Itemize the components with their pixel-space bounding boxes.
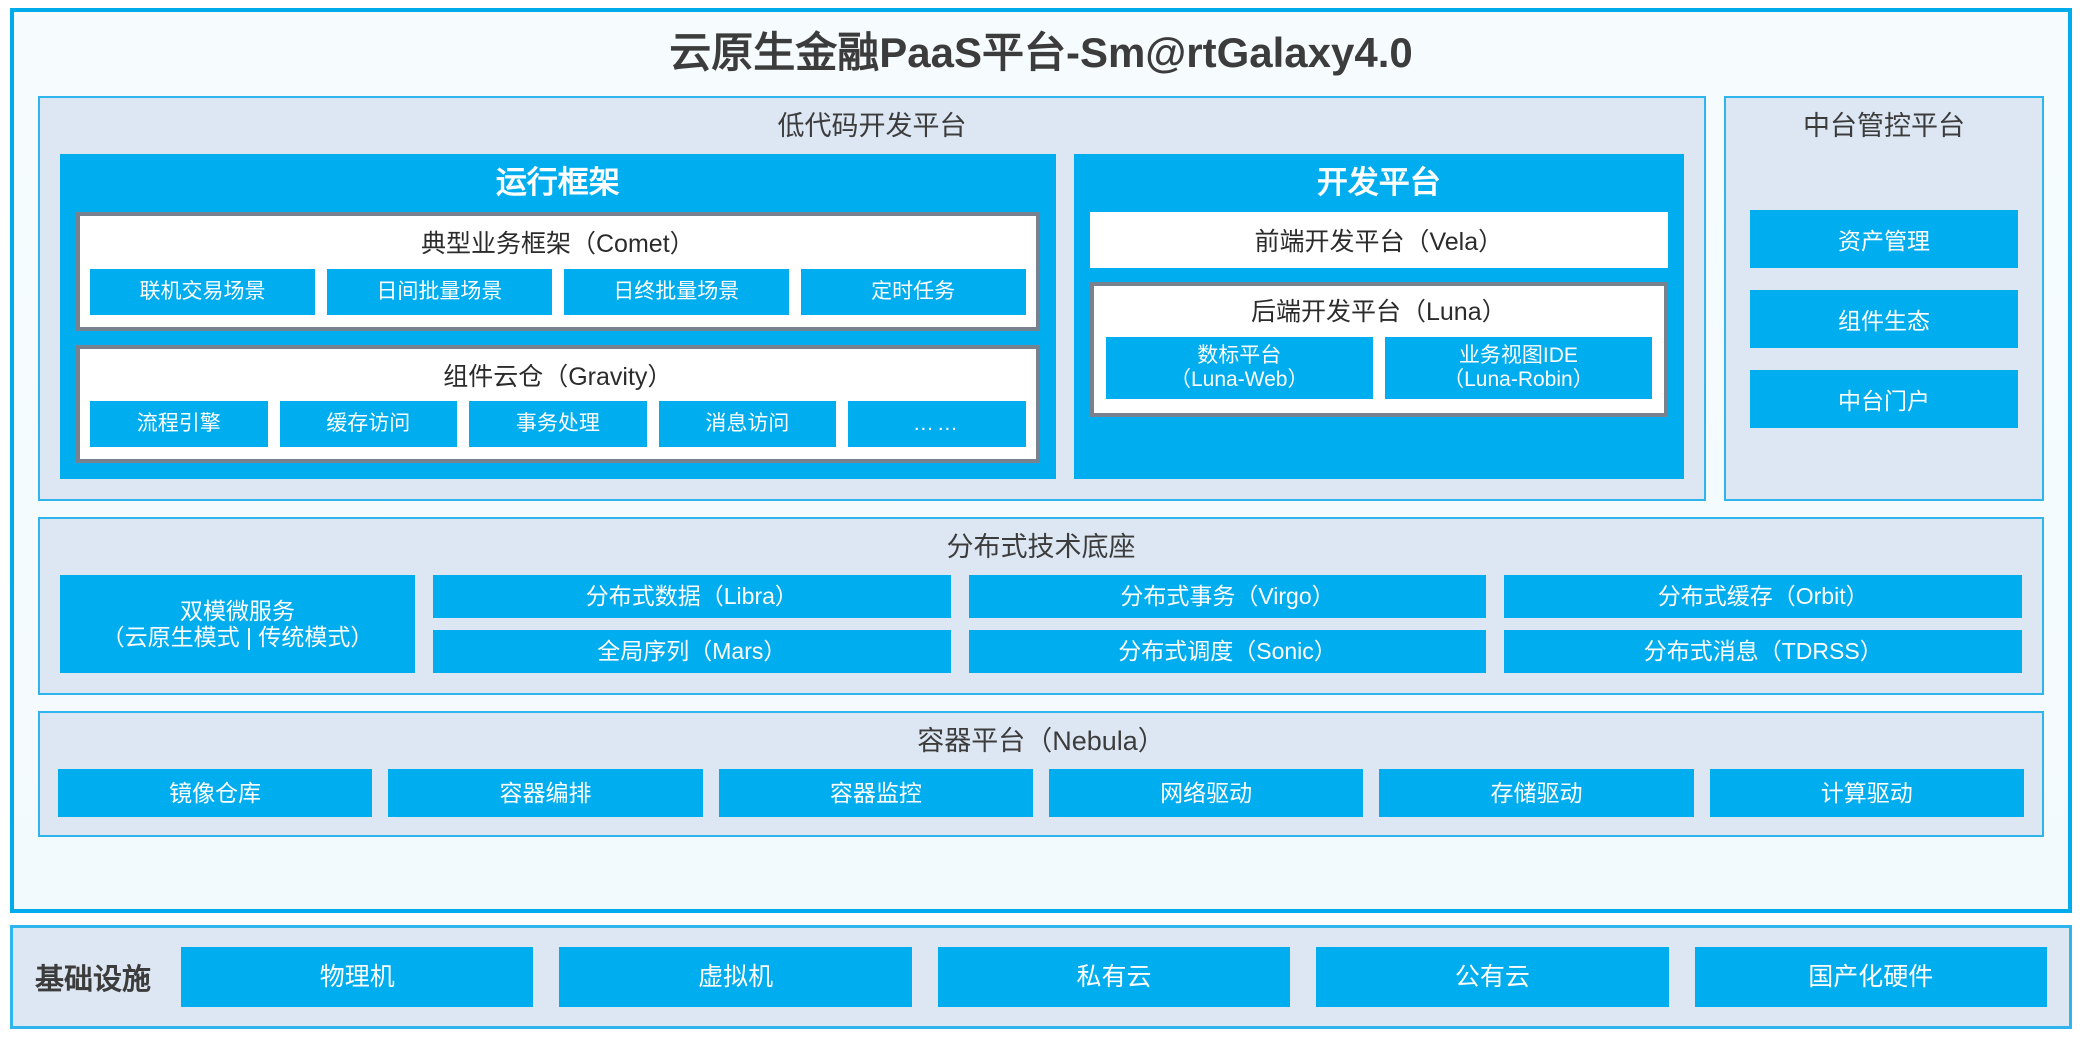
- container-item-registry[interactable]: 镜像仓库: [58, 768, 373, 817]
- distributed-base-grid: 分布式数据（Libra） 全局序列（Mars） 分布式事务（Virgo） 分布式…: [433, 575, 2023, 674]
- mid-platform-item-portal[interactable]: 中台门户: [1750, 369, 2018, 428]
- runtime-framework-title: 运行框架: [495, 164, 620, 200]
- distributed-base-column: 分布式事务（Virgo） 分布式调度（Sonic）: [968, 575, 1487, 674]
- comet-item[interactable]: 日间批量场景: [326, 268, 552, 315]
- luna-item-robin[interactable]: 业务视图IDE （Luna-Robin）: [1384, 336, 1653, 399]
- dual-mode-microservice[interactable]: 双模微服务 （云原生模式 | 传统模式）: [60, 575, 415, 674]
- distributed-item-orbit[interactable]: 分布式缓存（Orbit）: [1504, 575, 2023, 619]
- distributed-base-column: 分布式缓存（Orbit） 分布式消息（TDRSS）: [1504, 575, 2023, 674]
- infrastructure-items: 物理机 虚拟机 私有云 公有云 国产化硬件: [181, 947, 2047, 1007]
- mid-platform-panel: 中台管控平台 资产管理 组件生态 中台门户: [1724, 96, 2044, 502]
- comet-item[interactable]: 日终批量场景: [563, 268, 789, 315]
- lowcode-platform-panel: 低代码开发平台 运行框架 典型业务框架（Comet） 联机交易场景 日间批量场景…: [38, 96, 1706, 502]
- luna-backend-title: 后端开发平台（Luna）: [1251, 297, 1507, 326]
- gravity-items: 流程引擎 缓存访问 事务处理 消息访问 ……: [90, 401, 1026, 448]
- vela-frontend-card[interactable]: 前端开发平台（Vela）: [1089, 211, 1668, 268]
- infrastructure-bar: 基础设施 物理机 虚拟机 私有云 公有云 国产化硬件: [10, 925, 2072, 1029]
- container-item-compute-driver[interactable]: 计算驱动: [1709, 768, 2024, 817]
- comet-items: 联机交易场景 日间批量场景 日终批量场景 定时任务: [90, 268, 1026, 315]
- container-platform-panel: 容器平台（Nebula） 镜像仓库 容器编排 容器监控 网络驱动 存储驱动 计算…: [38, 711, 2044, 837]
- luna-item-web-line1: 数标平台: [1197, 343, 1282, 367]
- container-item-monitoring[interactable]: 容器监控: [718, 768, 1033, 817]
- luna-backend-card: 后端开发平台（Luna） 数标平台 （Luna-Web） 业务视图IDE （Lu…: [1089, 281, 1668, 417]
- luna-item-robin-line2: （Luna-Robin）: [1443, 367, 1594, 391]
- distributed-base-column: 分布式数据（Libra） 全局序列（Mars）: [433, 575, 951, 674]
- gravity-title: 组件云仓（Gravity）: [443, 362, 673, 391]
- luna-item-web-line2: （Luna-Web）: [1169, 367, 1309, 391]
- comet-card: 典型业务框架（Comet） 联机交易场景 日间批量场景 日终批量场景 定时任务: [76, 211, 1040, 331]
- top-row: 低代码开发平台 运行框架 典型业务框架（Comet） 联机交易场景 日间批量场景…: [38, 96, 2044, 502]
- mid-platform-title: 中台管控平台: [1803, 111, 1965, 142]
- distributed-item-mars[interactable]: 全局序列（Mars）: [433, 630, 951, 674]
- container-item-orchestration[interactable]: 容器编排: [388, 768, 703, 817]
- comet-title: 典型业务框架（Comet）: [421, 229, 695, 258]
- distributed-item-virgo[interactable]: 分布式事务（Virgo）: [968, 575, 1487, 619]
- mid-platform-item-component[interactable]: 组件生态: [1750, 289, 2018, 348]
- infrastructure-item-private-cloud[interactable]: 私有云: [937, 947, 1291, 1007]
- infrastructure-item-public-cloud[interactable]: 公有云: [1316, 947, 1669, 1007]
- dev-platform-title: 开发平台: [1316, 164, 1441, 200]
- distributed-base-panel: 分布式技术底座 双模微服务 （云原生模式 | 传统模式） 分布式数据（Libra…: [38, 517, 2044, 696]
- infrastructure-item-virtual[interactable]: 虚拟机: [559, 947, 912, 1007]
- gravity-item-more[interactable]: ……: [848, 401, 1026, 448]
- dev-platform-card: 开发平台 前端开发平台（Vela） 后端开发平台（Luna） 数标平台 （Lun…: [1073, 153, 1684, 480]
- lowcode-platform-body: 运行框架 典型业务框架（Comet） 联机交易场景 日间批量场景 日终批量场景 …: [40, 153, 1704, 500]
- container-item-storage-driver[interactable]: 存储驱动: [1379, 768, 1694, 817]
- dual-mode-microservice-line2: （云原生模式 | 传统模式）: [101, 624, 374, 651]
- gravity-item[interactable]: 缓存访问: [279, 401, 458, 448]
- distributed-base-body: 双模微服务 （云原生模式 | 传统模式） 分布式数据（Libra） 全局序列（M…: [40, 575, 2042, 693]
- infrastructure-label: 基础设施: [35, 964, 152, 996]
- distributed-base-title: 分布式技术底座: [946, 532, 1136, 563]
- distributed-item-tdrss[interactable]: 分布式消息（TDRSS）: [1504, 630, 2023, 674]
- mid-platform-body: 资产管理 组件生态 中台门户: [1726, 154, 2042, 500]
- lowcode-platform-title: 低代码开发平台: [777, 111, 967, 142]
- container-platform-title: 容器平台（Nebula）: [917, 726, 1165, 757]
- dual-mode-microservice-line1: 双模微服务: [180, 597, 295, 624]
- distributed-item-sonic[interactable]: 分布式调度（Sonic）: [968, 630, 1487, 674]
- gravity-item[interactable]: 消息访问: [658, 401, 837, 448]
- distributed-item-libra[interactable]: 分布式数据（Libra）: [433, 575, 951, 619]
- comet-item[interactable]: 联机交易场景: [90, 268, 315, 315]
- mid-platform-item-asset[interactable]: 资产管理: [1750, 209, 2018, 268]
- platform-shell: 云原生金融PaaS平台-Sm@rtGalaxy4.0 低代码开发平台 运行框架 …: [10, 8, 2072, 913]
- infrastructure-item-domestic-hardware[interactable]: 国产化硬件: [1694, 947, 2047, 1007]
- container-item-network-driver[interactable]: 网络驱动: [1048, 768, 1364, 817]
- luna-item-web[interactable]: 数标平台 （Luna-Web）: [1105, 336, 1373, 399]
- infrastructure-item-physical[interactable]: 物理机: [181, 947, 534, 1007]
- comet-item[interactable]: 定时任务: [800, 268, 1026, 315]
- dual-mode-microservice-wrap: 双模微服务 （云原生模式 | 传统模式）: [60, 575, 415, 674]
- luna-item-robin-line1: 业务视图IDE: [1458, 343, 1578, 367]
- runtime-framework-card: 运行框架 典型业务框架（Comet） 联机交易场景 日间批量场景 日终批量场景 …: [60, 153, 1056, 480]
- gravity-card: 组件云仓（Gravity） 流程引擎 缓存访问 事务处理 消息访问 ……: [76, 344, 1040, 464]
- page-title: 云原生金融PaaS平台-Sm@rtGalaxy4.0: [669, 29, 1413, 76]
- gravity-item[interactable]: 流程引擎: [90, 401, 268, 448]
- gravity-item[interactable]: 事务处理: [469, 401, 647, 448]
- container-platform-body: 镜像仓库 容器编排 容器监控 网络驱动 存储驱动 计算驱动: [40, 768, 2042, 835]
- luna-items: 数标平台 （Luna-Web） 业务视图IDE （Luna-Robin）: [1105, 336, 1653, 399]
